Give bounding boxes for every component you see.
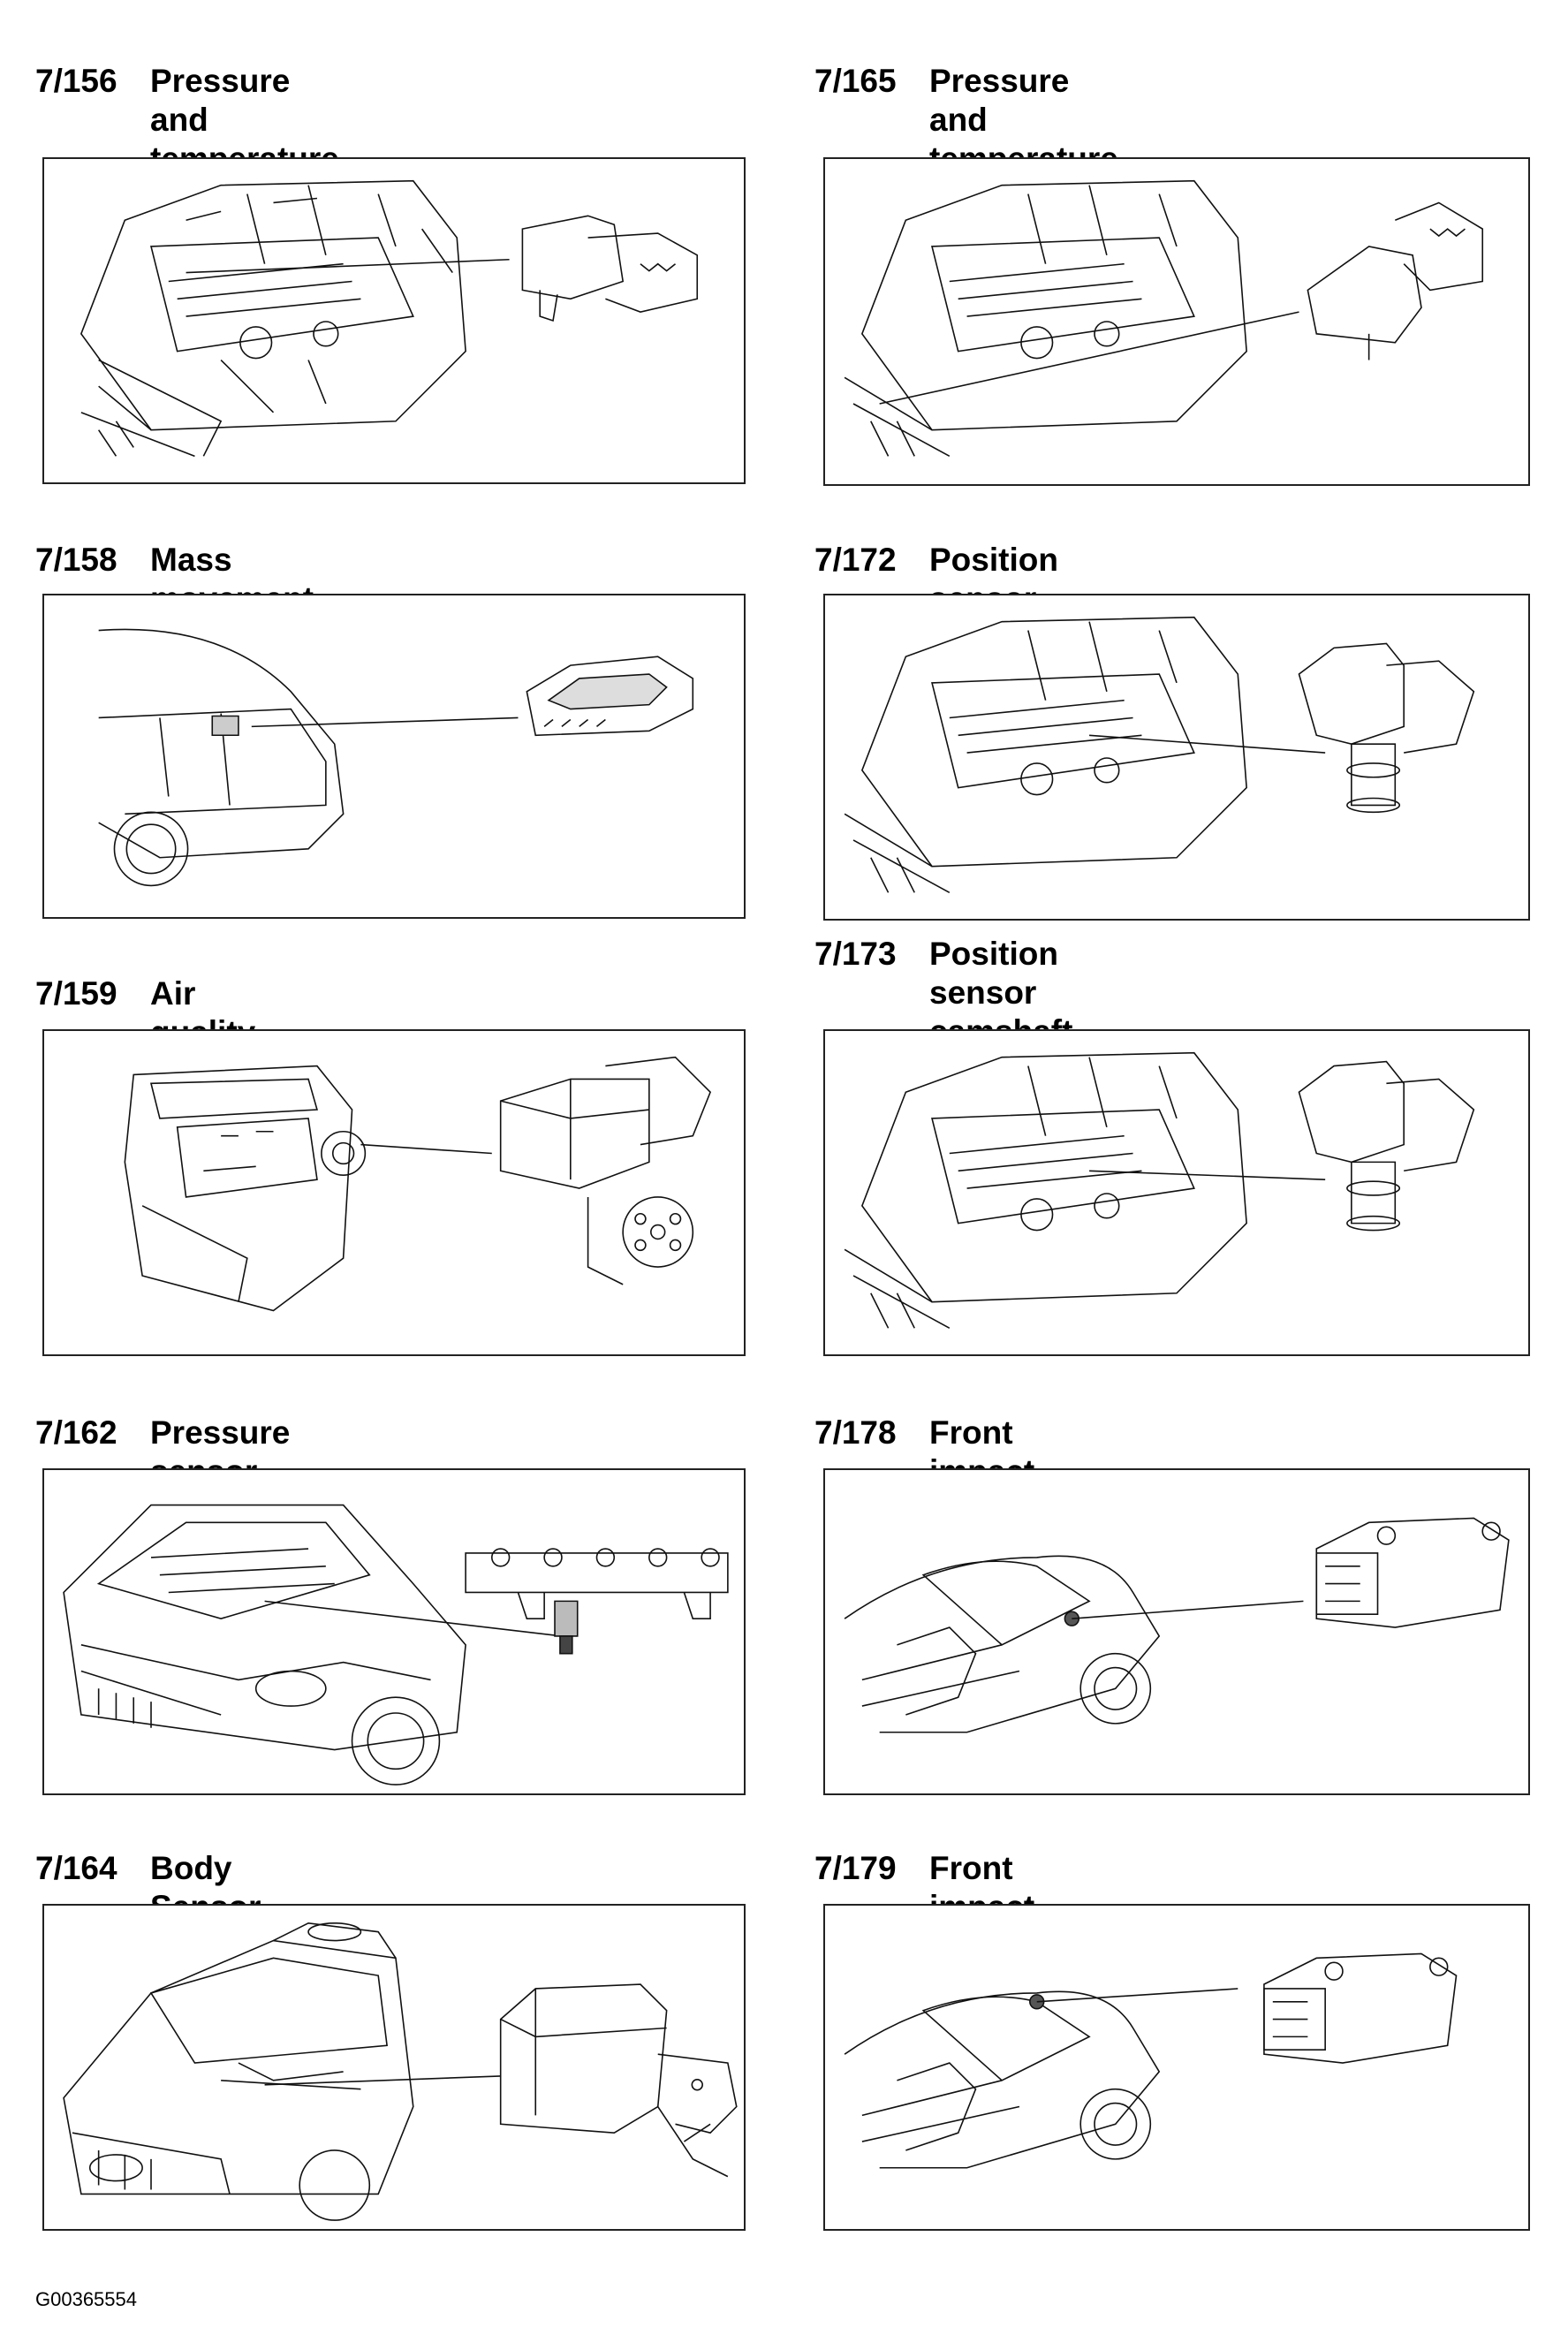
engine-bay-manifold-illustration	[825, 159, 1528, 484]
wagon-illustration	[44, 595, 744, 917]
illustration-fuel-line-162	[42, 1468, 746, 1795]
car-front-fuel-rail-illustration	[44, 1470, 744, 1793]
impact-sensor-left-illustration	[825, 1906, 1528, 2229]
item-code: 7/159	[35, 975, 117, 1012]
sedan-bsc-illustration	[44, 1906, 744, 2229]
engine-bay-camshaft-illustration	[825, 1031, 1528, 1354]
illustration-impact-left-179	[823, 1904, 1530, 2231]
item-code: 7/179	[814, 1850, 897, 1886]
item-code: 7/165	[814, 63, 897, 99]
engine-bay-camshaft-illustration	[825, 595, 1528, 919]
item-code: 7/158	[35, 542, 117, 578]
item-code: 7/164	[35, 1850, 117, 1886]
illustration-engine-bay-156	[42, 157, 746, 484]
illustration-engine-bay-173	[823, 1029, 1530, 1356]
item-code: 7/156	[35, 63, 117, 99]
figure-code: G00365554	[35, 2288, 137, 2310]
item-code: 7/162	[35, 1414, 117, 1451]
climate-unit-illustration	[44, 1031, 744, 1354]
illustration-wagon-158	[42, 594, 746, 919]
engine-bay-illustration	[44, 159, 744, 482]
illustration-sedan-164	[42, 1904, 746, 2231]
illustration-climate-unit-159	[42, 1029, 746, 1356]
illustration-engine-bay-172	[823, 594, 1530, 921]
item-code: 7/173	[814, 936, 897, 972]
item-code: 7/178	[814, 1414, 897, 1451]
illustration-engine-bay-165	[823, 157, 1530, 486]
item-code: 7/172	[814, 542, 897, 578]
impact-sensor-right-illustration	[825, 1470, 1528, 1793]
illustration-impact-right-178	[823, 1468, 1530, 1795]
